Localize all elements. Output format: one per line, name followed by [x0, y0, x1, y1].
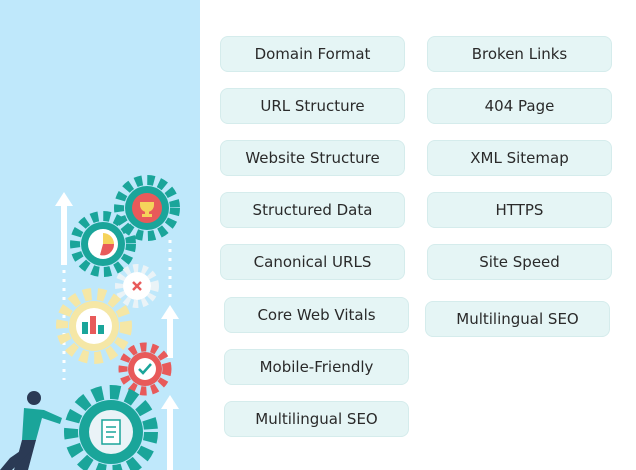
topic-pill-https: HTTPS	[427, 192, 612, 228]
trophy-gear-icon	[114, 175, 180, 241]
topic-pill-broken-links: Broken Links	[427, 36, 612, 72]
topic-pill-core-web-vitals: Core Web Vitals	[224, 297, 409, 333]
topic-pill-canonical-urls: Canonical URLS	[220, 244, 405, 280]
up-arrow-icon-right	[161, 305, 179, 358]
topic-pill-url-structure: URL Structure	[220, 88, 405, 124]
topic-pill-multilingual-seo-2: Multilingual SEO	[425, 301, 610, 337]
checkmark-gear-icon	[118, 342, 172, 396]
bar-chart-gear-icon	[56, 288, 132, 364]
topic-pill-xml-sitemap: XML Sitemap	[427, 140, 612, 176]
topic-pill-site-speed: Site Speed	[427, 244, 612, 280]
up-arrow-icon-bottom	[161, 395, 179, 470]
topic-pill-404-page: 404 Page	[427, 88, 612, 124]
topic-pill-multilingual-seo: Multilingual SEO	[224, 401, 409, 437]
pie-chart-gear-icon	[70, 211, 136, 277]
close-x-gear-icon	[115, 264, 159, 308]
topic-pill-website-structure: Website Structure	[220, 140, 405, 176]
document-gear-icon	[64, 385, 158, 470]
topic-pill-mobile-friendly: Mobile-Friendly	[224, 349, 409, 385]
topic-pill-structured-data: Structured Data	[220, 192, 405, 228]
topic-pill-domain-format: Domain Format	[220, 36, 405, 72]
seo-gears-illustration	[0, 0, 200, 470]
gears-artwork	[0, 175, 180, 470]
person-pushing-figure	[0, 391, 62, 470]
up-arrow-icon-left	[55, 192, 73, 265]
